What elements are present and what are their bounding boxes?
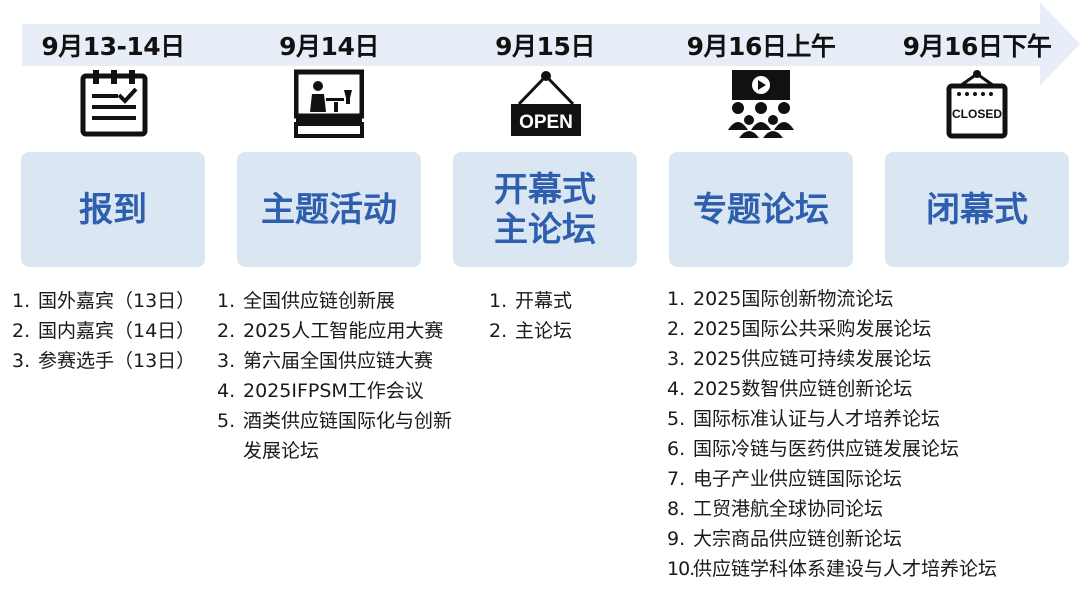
list-item-text: 2025国际公共采购发展论坛 [693,318,932,340]
stage-date: 9月14日 [279,32,379,61]
timeline-arrow [22,2,1080,86]
stage-title-box: 专题论坛 [669,152,853,267]
list-item-text: 2025国际创新物流论坛 [693,288,894,310]
audience-presentation-icon [728,70,794,138]
list-item-number: 5. [667,408,686,430]
stage-items-list: 1. 开幕式 2. 主论坛 [489,286,639,346]
stage-items-list: 1. 2025国际创新物流论坛 2. 2025国际公共采购发展论坛 3. 2025供应链可… [667,284,1072,584]
list-item-number: 10. [667,558,695,580]
list-item-number: 8. [667,498,686,520]
list-item: 1. 2025国际创新物流论坛 [667,284,1072,314]
list-item: 3. 参赛选手（13日） [12,346,212,376]
list-item: 9. 大宗商品供应链创新论坛 [667,524,1072,554]
clipboard-checklist-icon [80,70,148,137]
stage-date: 9月16日上午 [686,32,836,61]
open-sign-text: OPEN [519,112,573,133]
list-item: 4. 2025IFPSM工作会议 [217,376,457,406]
stage-date: 9月16日下午 [902,32,1052,61]
list-item: 1. 开幕式 [489,286,639,316]
list-item-text: 2025数智供应链创新论坛 [693,378,913,400]
list-item-number: 3. [217,350,236,372]
list-item-text: 主论坛 [515,320,573,342]
list-item-text: 第六届全国供应链大赛 [243,350,434,372]
list-item-number: 3. [667,348,686,370]
list-item: 10.供应链学科体系建设与人才培养论坛 [667,554,1072,584]
stage-title-box: 开幕式 主论坛 [453,152,637,267]
list-item: 2. 国内嘉宾（14日） [12,316,212,346]
list-item-number: 9. [667,528,686,550]
list-item: 2. 主论坛 [489,316,639,346]
stage-title: 开幕式 主论坛 [494,169,596,250]
list-item: 6. 国际冷链与医药供应链发展论坛 [667,434,1072,464]
stage-items-list: 1. 全国供应链创新展 2. 2025人工智能应用大赛 3. 第六届全国供应链大赛 4. 20… [217,286,457,466]
list-item: 3. 2025供应链可持续发展论坛 [667,344,1072,374]
list-item-text: 2025人工智能应用大赛 [243,320,444,342]
list-item-text: 国际标准认证与人才培养论坛 [693,408,941,430]
list-item: 2. 2025人工智能应用大赛 [217,316,457,346]
list-item-number: 2. [217,320,236,342]
list-item-text: 参赛选手（13日） [38,350,196,372]
list-item: 2. 2025国际公共采购发展论坛 [667,314,1072,344]
list-item-text: 2025IFPSM工作会议 [243,380,424,402]
stage-title: 专题论坛 [693,189,829,230]
list-item-number: 3. [12,350,31,372]
list-item: 3. 第六届全国供应链大赛 [217,346,457,376]
stage-title: 闭幕式 [926,189,1028,230]
list-item-number: 7. [667,468,686,490]
list-item-text: 工贸港航全球协同论坛 [693,498,884,520]
list-item-text: 供应链学科体系建设与人才培养论坛 [693,558,998,580]
stage-date: 9月13-14日 [41,32,185,61]
list-item: 4. 2025数智供应链创新论坛 [667,374,1072,404]
stage-title-box: 闭幕式 [885,152,1069,267]
list-item-text: 大宗商品供应链创新论坛 [693,528,903,550]
exhibition-booth-icon [294,69,364,138]
list-item: 5. 国际标准认证与人才培养论坛 [667,404,1072,434]
list-item-number: 4. [217,380,236,402]
list-item-number: 1. [489,290,508,312]
list-item-number: 2. [667,318,686,340]
list-item-number: 5. [217,410,236,432]
list-item-number: 1. [217,290,236,312]
list-item: 1. 全国供应链创新展 [217,286,457,316]
stage-items-list: 1. 国外嘉宾（13日） 2. 国内嘉宾（14日） 3. 参赛选手（13日） [12,286,212,376]
stage-title: 主题活动 [261,189,397,230]
list-item-text: 酒类供应链国际化与创新发展论坛 [243,410,453,462]
stage-title-box: 主题活动 [237,152,421,267]
list-item: 7. 电子产业供应链国际论坛 [667,464,1072,494]
list-item: 8. 工贸港航全球协同论坛 [667,494,1072,524]
list-item-number: 4. [667,378,686,400]
list-item-number: 2. [489,320,508,342]
list-item-text: 国际冷链与医药供应链发展论坛 [693,438,960,460]
list-item: 1. 国外嘉宾（13日） [12,286,212,316]
closed-sign-text: CLOSED [952,107,1002,121]
closed-sign-icon: CLOSED [946,70,1008,139]
list-item-text: 开幕式 [515,290,573,312]
list-item-text: 电子产业供应链国际论坛 [693,468,903,490]
list-item-text: 国外嘉宾（13日） [38,290,196,312]
list-item-text: 2025供应链可持续发展论坛 [693,348,932,370]
list-item-number: 1. [12,290,31,312]
open-sign-icon: OPEN [511,71,581,136]
list-item-number: 2. [12,320,31,342]
list-item-number: 1. [667,288,686,310]
stage-date: 9月15日 [495,32,595,61]
list-item: 5. 酒类供应链国际化与创新发展论坛 [217,406,457,466]
list-item-number: 6. [667,438,686,460]
list-item-text: 全国供应链创新展 [243,290,396,312]
stage-title-box: 报到 [21,152,205,267]
stage-title: 报到 [79,189,147,230]
list-item-text: 国内嘉宾（14日） [38,320,196,342]
